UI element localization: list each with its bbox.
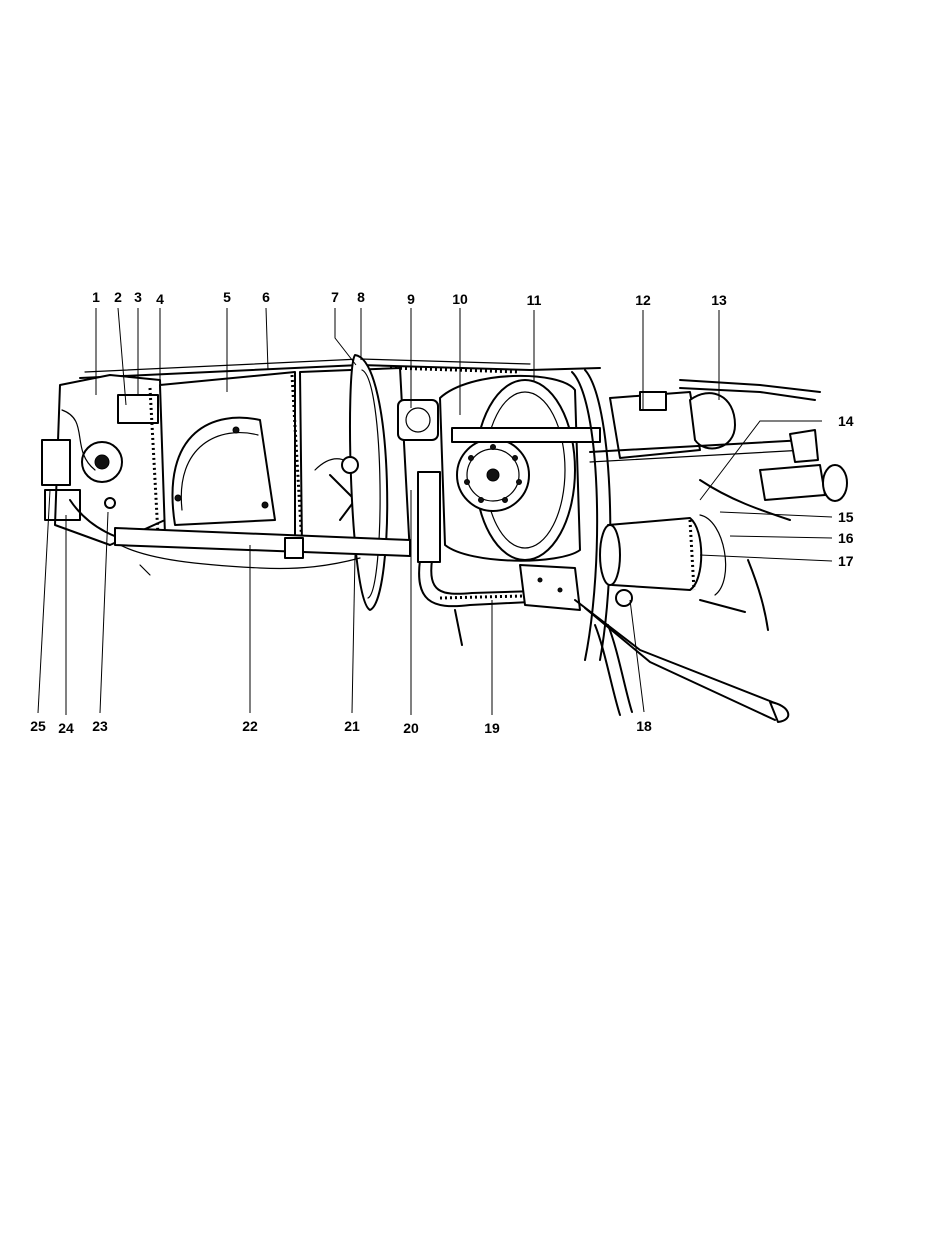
- leader-7: [335, 308, 356, 365]
- callout-7: 7: [331, 289, 339, 305]
- callout-23: 23: [92, 718, 108, 734]
- callout-9: 9: [407, 291, 415, 307]
- callout-11: 11: [527, 292, 542, 308]
- callout-4: 4: [156, 291, 164, 307]
- leader-25: [38, 490, 50, 713]
- leader-16: [730, 536, 832, 538]
- leader-17: [700, 555, 832, 561]
- callout-24: 24: [58, 720, 74, 736]
- callout-8: 8: [357, 289, 365, 305]
- engine-illustration: [42, 355, 847, 722]
- leader-21: [352, 555, 355, 713]
- callout-16: 16: [838, 530, 854, 546]
- callout-5: 5: [223, 289, 231, 305]
- callout-14: 14: [838, 413, 854, 429]
- callout-20: 20: [403, 720, 419, 736]
- callout-25: 25: [30, 718, 46, 734]
- callout-6: 6: [262, 289, 270, 305]
- callout-2: 2: [114, 289, 122, 305]
- callout-18: 18: [636, 718, 652, 734]
- callout-17: 17: [838, 553, 854, 569]
- callout-19: 19: [484, 720, 500, 736]
- callout-3: 3: [134, 289, 142, 305]
- callout-13: 13: [711, 292, 727, 308]
- callout-10: 10: [452, 291, 468, 307]
- callout-22: 22: [242, 718, 258, 734]
- leader-6: [266, 308, 268, 370]
- callout-21: 21: [344, 718, 360, 734]
- callout-15: 15: [838, 509, 854, 525]
- callout-1: 1: [92, 289, 100, 305]
- callout-12: 12: [635, 292, 651, 308]
